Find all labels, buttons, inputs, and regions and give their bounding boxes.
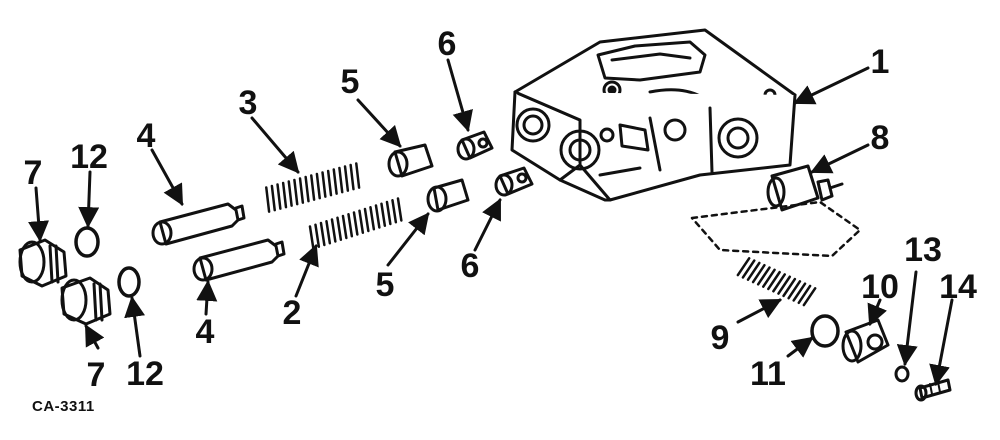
callout-12-lower: 12 xyxy=(126,355,164,393)
callout-13: 13 xyxy=(904,231,942,269)
seat-part-6-lower xyxy=(496,168,532,195)
leader-14 xyxy=(929,300,952,387)
piston-part-4-lower xyxy=(194,240,284,280)
o-ring-part-12-lower xyxy=(119,268,139,296)
diagram-code-label: CA-3311 xyxy=(32,398,95,415)
poppet-part-5-lower xyxy=(428,180,468,211)
leader-12b xyxy=(124,295,145,356)
callout-6-upper: 6 xyxy=(437,25,457,63)
leader-7b xyxy=(86,324,105,348)
leader-5b xyxy=(388,212,428,265)
leader-13 xyxy=(896,272,918,367)
screw-part-14 xyxy=(916,380,950,400)
seat-part-6-upper xyxy=(458,132,492,159)
leader-7a xyxy=(28,188,50,243)
o-ring-part-11 xyxy=(812,316,838,346)
gasket-outline xyxy=(692,202,860,256)
leader-5a xyxy=(358,100,400,148)
callout-10: 10 xyxy=(861,268,899,306)
plug-part-7-lower xyxy=(62,278,110,324)
callout-1: 1 xyxy=(870,43,890,81)
callout-3: 3 xyxy=(238,84,258,122)
callout-5-lower: 5 xyxy=(375,266,395,304)
callout-8: 8 xyxy=(870,119,890,157)
callout-4-lower: 4 xyxy=(195,313,215,351)
leader-3 xyxy=(252,118,298,174)
valve-body-part-1 xyxy=(512,30,795,200)
callout-14: 14 xyxy=(939,268,977,306)
plug-part-7-upper xyxy=(20,240,66,286)
callout-2: 2 xyxy=(282,294,302,332)
callout-7-lower: 7 xyxy=(86,356,106,394)
callout-7-upper: 7 xyxy=(23,154,43,192)
poppet-part-5-upper xyxy=(389,145,432,176)
spring-part-9 xyxy=(738,258,815,305)
leader-2 xyxy=(296,244,319,296)
plug-part-10 xyxy=(843,320,888,362)
cartridge-part-8 xyxy=(768,166,842,210)
callout-4-upper: 4 xyxy=(136,117,156,155)
leader-4b xyxy=(196,279,218,314)
leader-1 xyxy=(793,68,868,103)
leader-6b xyxy=(475,198,500,250)
callout-9: 9 xyxy=(710,319,730,357)
o-ring-part-12-upper xyxy=(76,228,98,256)
leader-11 xyxy=(788,338,814,358)
spring-part-2 xyxy=(310,198,401,248)
leader-12a xyxy=(78,172,100,229)
washer-part-13 xyxy=(896,367,908,381)
leader-9 xyxy=(738,300,782,322)
callout-12-upper: 12 xyxy=(70,138,108,176)
callout-6-lower: 6 xyxy=(460,247,480,285)
leader-6a xyxy=(448,60,473,133)
leader-10 xyxy=(867,300,887,326)
callout-5-upper: 5 xyxy=(340,63,360,101)
leader-lines xyxy=(28,60,952,387)
leader-8 xyxy=(810,145,868,172)
leader-4a xyxy=(152,150,182,206)
piston-part-4-upper xyxy=(153,204,244,244)
spring-part-3 xyxy=(266,164,359,212)
callout-11: 11 xyxy=(750,355,786,393)
